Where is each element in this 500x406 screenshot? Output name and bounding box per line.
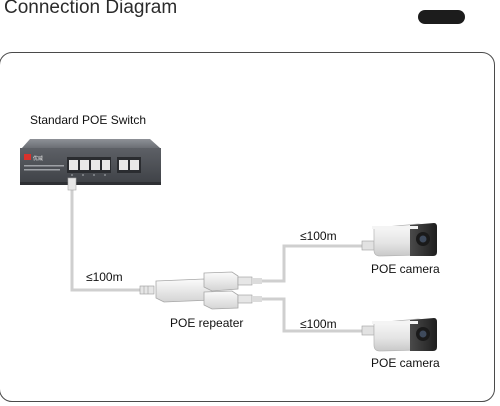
page-title: Connection Diagram	[4, 0, 178, 18]
cable-length-switch: ≤100m	[86, 270, 123, 284]
cable-repeater-to-bottom-camera	[260, 297, 364, 333]
cable-length-top: ≤100m	[300, 229, 337, 243]
cable-switch-to-repeater	[70, 186, 152, 292]
cable-repeater-to-top-camera	[260, 244, 364, 283]
poe-camera-top-icon	[361, 223, 437, 257]
camera-label-bottom: POE camera	[371, 356, 440, 370]
poe-camera-bottom-icon	[361, 318, 437, 352]
menu-toggle-pill[interactable]	[418, 10, 465, 24]
switch-brand-text: 优威	[33, 155, 43, 162]
repeater-label: POE repeater	[170, 316, 244, 330]
camera-label-top: POE camera	[371, 262, 440, 276]
poe-repeater-icon	[139, 271, 262, 310]
poe-switch-icon: 优威	[20, 139, 161, 191]
switch-label: Standard POE Switch	[30, 113, 147, 127]
cable-length-bottom: ≤100m	[300, 317, 337, 331]
